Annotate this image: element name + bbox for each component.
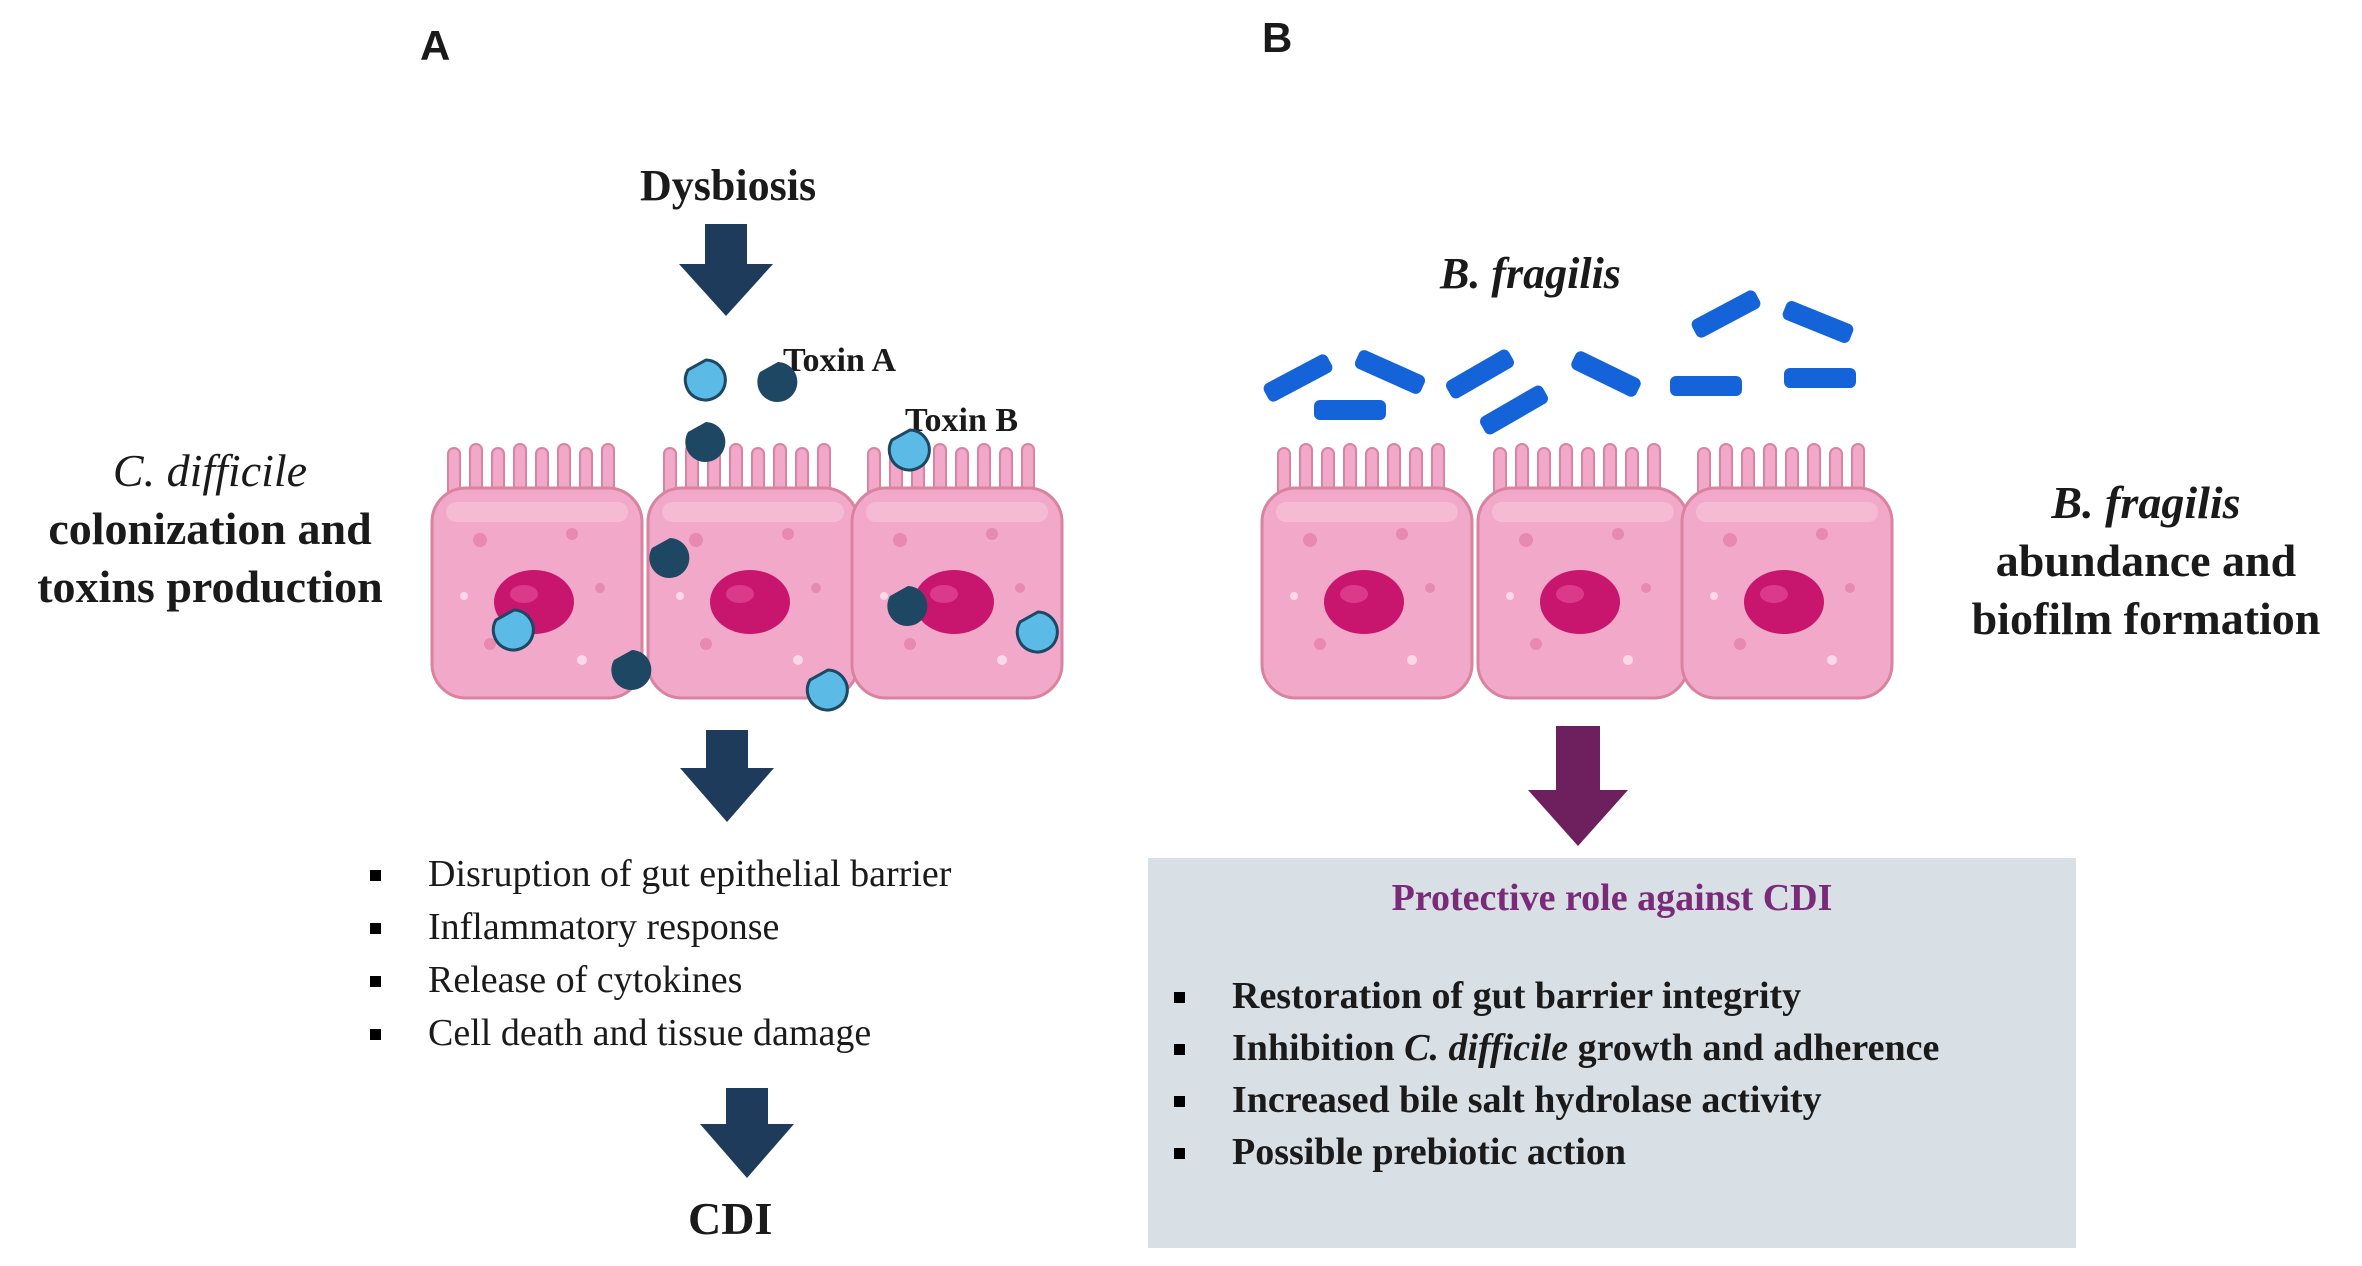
c-difficile-italic: C. difficile — [112, 445, 308, 496]
b-fragilis-italic: B. fragilis — [2051, 477, 2241, 528]
panel-b-label: B — [1262, 14, 1293, 61]
biofilm-formation-line: biofilm formation — [1971, 593, 2321, 644]
toxin-icon — [1015, 610, 1059, 654]
list-item: Increased bile salt hydrolase activity — [1164, 1074, 2064, 1126]
bacterium-icon — [1353, 348, 1427, 396]
toxin-a-label: Toxin A — [783, 342, 897, 379]
bacterium-icon — [1261, 352, 1335, 404]
colonization-line: colonization and — [48, 503, 372, 554]
toxin-icon — [887, 586, 928, 626]
epithelial-cell — [850, 442, 1064, 700]
item-italic: C. difficile — [1404, 1027, 1569, 1069]
b-fragilis-label: B. fragilis — [1440, 249, 1621, 298]
toxin-icon — [491, 608, 535, 652]
protective-role-title: Protective role against CDI — [1391, 877, 1833, 919]
epithelial-cell — [1680, 442, 1894, 700]
arrow-down-protective — [1528, 726, 1628, 846]
list-item: Disruption of gut epithelial barrier — [360, 848, 1120, 901]
list-item: Inflammatory response — [360, 901, 1120, 954]
toxin-icon — [887, 428, 931, 472]
abundance-line: abundance and — [1995, 535, 2297, 586]
item-text: Possible prebiotic action — [1232, 1131, 1627, 1173]
list-item: Cell death and tissue damage — [360, 1007, 1120, 1060]
bacterium-icon — [1689, 288, 1763, 340]
bacterium-icon — [1569, 349, 1643, 399]
toxin-icon — [685, 422, 726, 462]
b-fragilis-abundance-text: B. fragilis abundance and biofilm format… — [1930, 474, 2362, 648]
protective-role-box: Protective role against CDI Restoration … — [1148, 858, 2076, 1248]
toxin-icon — [649, 538, 690, 578]
toxin-icon — [757, 362, 798, 402]
item-text: Increased bile salt hydrolase activity — [1232, 1079, 1822, 1121]
epithelial-cell — [1260, 442, 1474, 700]
arrow-down-cells — [680, 730, 774, 822]
item-text: growth and adherence — [1568, 1027, 1940, 1069]
bacterium-icon — [1670, 376, 1742, 396]
toxin-icon — [611, 650, 652, 690]
toxins-production-line: toxins production — [37, 561, 383, 612]
effects-list: Disruption of gut epithelial barrier Inf… — [360, 848, 1120, 1060]
bacterium-icon — [1477, 383, 1551, 437]
bacterium-icon — [1443, 347, 1517, 401]
arrow-down-dysbiosis — [679, 224, 773, 316]
bacterium-icon — [1314, 400, 1386, 420]
list-item: Possible prebiotic action — [1164, 1126, 2064, 1178]
list-item: Release of cytokines — [360, 954, 1120, 1007]
toxin-b-label: Toxin B — [905, 402, 1019, 439]
dysbiosis-label: Dysbiosis — [640, 161, 817, 210]
list-item: Inhibition C. difficile growth and adher… — [1164, 1022, 2064, 1074]
epithelial-cell — [1476, 442, 1690, 700]
bacterium-icon — [1780, 299, 1856, 345]
c-difficile-colonization-text: C. difficile colonization and toxins pro… — [0, 442, 420, 616]
panel-a-label: A — [420, 22, 451, 69]
arrow-down-cdi — [700, 1088, 794, 1178]
toxin-icon — [683, 358, 727, 402]
toxin-icon — [805, 668, 849, 712]
protective-list: Restoration of gut barrier integrity Inh… — [1164, 970, 2064, 1178]
bacterium-icon — [1784, 368, 1856, 388]
cdi-label: CDI — [688, 1193, 773, 1244]
list-item: Restoration of gut barrier integrity — [1164, 970, 2064, 1022]
item-text: Inhibition — [1232, 1027, 1405, 1069]
epithelial-cell — [430, 442, 644, 700]
item-text: Restoration of gut barrier integrity — [1232, 975, 1802, 1017]
